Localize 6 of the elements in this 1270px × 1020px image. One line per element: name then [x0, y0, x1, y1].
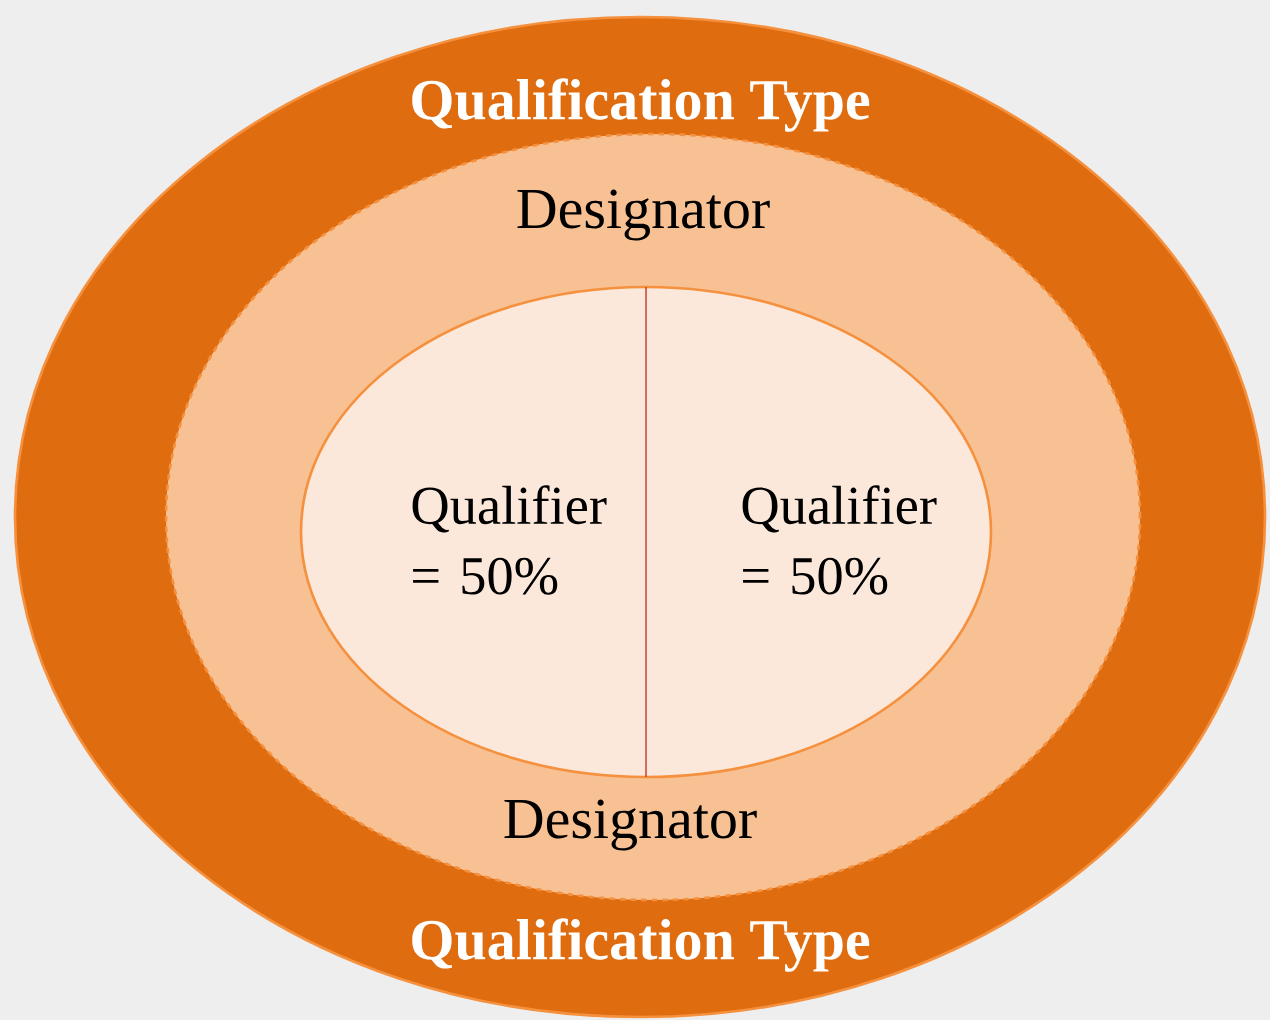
- node-label: Qualifier = 50%: [412, 485, 607, 595]
- ring-label: Qualification Type: [412, 78, 870, 132]
- ring-label: Designator: [517, 189, 770, 241]
- node-label: Qualifier = 50%: [742, 485, 937, 595]
- ring-label: Designator: [504, 799, 757, 851]
- ring-label: Qualification Type: [412, 918, 870, 972]
